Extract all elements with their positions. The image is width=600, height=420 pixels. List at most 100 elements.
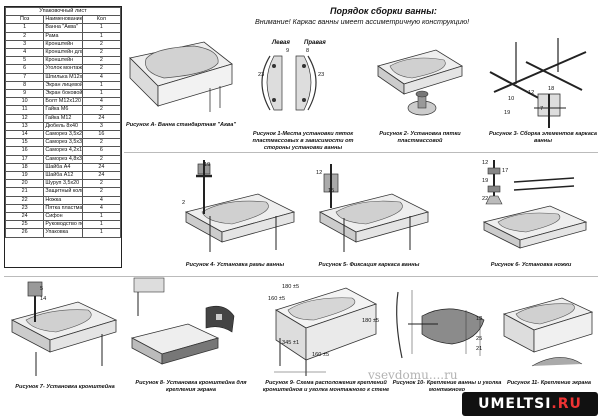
part-name: Саморез 4,2х19 (43, 146, 83, 156)
caption-figure-9: Рисунок 9- Схема расположения креплений … (262, 380, 390, 393)
figure-3-frame-assembly (486, 32, 596, 132)
fig1-part-8: 8 (306, 48, 310, 54)
part-number: 23 (4, 203, 45, 214)
part-name: Сифон (43, 212, 83, 222)
part-number: 4 (4, 48, 45, 58)
part-qty: 1 (81, 212, 122, 222)
part-name: Гайка М12 (43, 113, 83, 123)
part-qty: 2 (81, 179, 122, 189)
caption-figure-2: Рисунок 2- Установка пятки пластмассовой (379, 131, 461, 144)
part-number: 26 (4, 228, 45, 238)
fig4-part-19: 19 (204, 162, 211, 168)
site-logo[interactable]: UMELTSI.RU (462, 392, 598, 416)
caption-figure-6: Рисунок 6- Установка ножки (490, 262, 572, 268)
part-number: 10 (4, 97, 45, 107)
fig4-part-2: 2 (182, 200, 186, 206)
part-name: Защитный колпачок (43, 187, 83, 197)
part-number: 5 (4, 56, 45, 66)
part-qty: 1 (81, 228, 122, 238)
caption-figure-7: Рисунок 7- Установка кронштейна (15, 384, 115, 390)
caption-figure-3: Рисунок 3- Сборка элементов каркаса ванн… (488, 131, 598, 144)
part-qty: 2 (81, 39, 122, 50)
part-name: Рама (43, 31, 83, 41)
fig1-part-9: 9 (286, 48, 290, 54)
fig6-part-19: 19 (482, 178, 489, 184)
part-qty: 16 (81, 130, 122, 140)
figure-11-screen-fixing (496, 280, 598, 376)
part-number: 22 (4, 195, 45, 205)
caption-figure-10: Рисунок 10- Крепление ванны и уголка мон… (392, 380, 502, 393)
figure-2-foot-install (372, 40, 466, 130)
figure-10-tub-fixing (392, 280, 492, 376)
figure-8-screen-bracket (128, 276, 248, 380)
logo-text: UMELTSI (478, 396, 552, 412)
fig10-part-25: 25 (476, 336, 483, 342)
fig1-part-23b: 23 (318, 72, 325, 78)
part-name: Шпилька М12х500 (43, 72, 83, 82)
part-number: 7 (4, 72, 45, 82)
fig6-part-17: 17 (502, 168, 509, 174)
part-qty: 4 (81, 72, 122, 82)
part-number: 14 (4, 130, 45, 140)
part-name: Кронштейн (43, 39, 83, 50)
column-header-qty: Кол (81, 15, 122, 25)
caption-figure-a: Рисунок А- Ванна стандартная "Аква" (126, 122, 236, 128)
caption-figure-11: Рисунок 11- Крепление экрана (506, 380, 591, 386)
fig3-part-19: 19 (504, 110, 511, 116)
part-qty: 4 (81, 203, 122, 214)
part-name: Кронштейн для крепления экрана (43, 48, 83, 58)
fig3-part-7: 7 (540, 106, 544, 112)
part-qty: 24 (81, 171, 122, 181)
part-qty: 2 (81, 56, 122, 66)
watermark: vsevdomu....ru (368, 368, 458, 382)
fig9-dim-2: 160 ±5 (268, 296, 286, 302)
part-qty: 4 (81, 97, 122, 107)
logo-suffix: .RU (551, 396, 582, 412)
column-header-name: Наименование (43, 15, 83, 25)
page-title: Порядок сборки ванны: (330, 6, 437, 16)
part-name: Ножка (43, 195, 83, 205)
warning-note: Внимание! Каркас ванны имеет ассиметричн… (255, 17, 470, 26)
part-name: Пятка пластмассовая (43, 203, 83, 214)
fig3-part-18: 18 (548, 86, 555, 92)
part-qty: 2 (81, 64, 122, 74)
part-number: 13 (4, 121, 45, 132)
part-qty: 2 (81, 187, 122, 197)
caption-figure-5: Рисунок 5- Фиксация каркаса ванны (318, 262, 420, 268)
part-qty: 4 (81, 195, 122, 205)
caption-figure-4: Рисунок 4- Установка рамы ванны (185, 262, 285, 268)
part-qty: 2 (81, 48, 122, 58)
part-number: 25 (4, 220, 45, 230)
part-name: Саморез 3,5х35 (43, 138, 83, 148)
part-number: 15 (4, 138, 45, 148)
part-qty: 6 (81, 146, 122, 156)
fig9-dim-3: 345 ±1 (282, 340, 300, 346)
part-number: 9 (4, 89, 45, 99)
part-number: 17 (4, 154, 45, 164)
figure-1-foot-positions (250, 40, 330, 126)
part-qty: 24 (81, 162, 122, 173)
part-name: Кронштейн (43, 56, 83, 66)
figure-7-bracket-install (6, 280, 122, 380)
part-qty: 2 (81, 105, 122, 115)
part-number: 21 (4, 187, 45, 197)
